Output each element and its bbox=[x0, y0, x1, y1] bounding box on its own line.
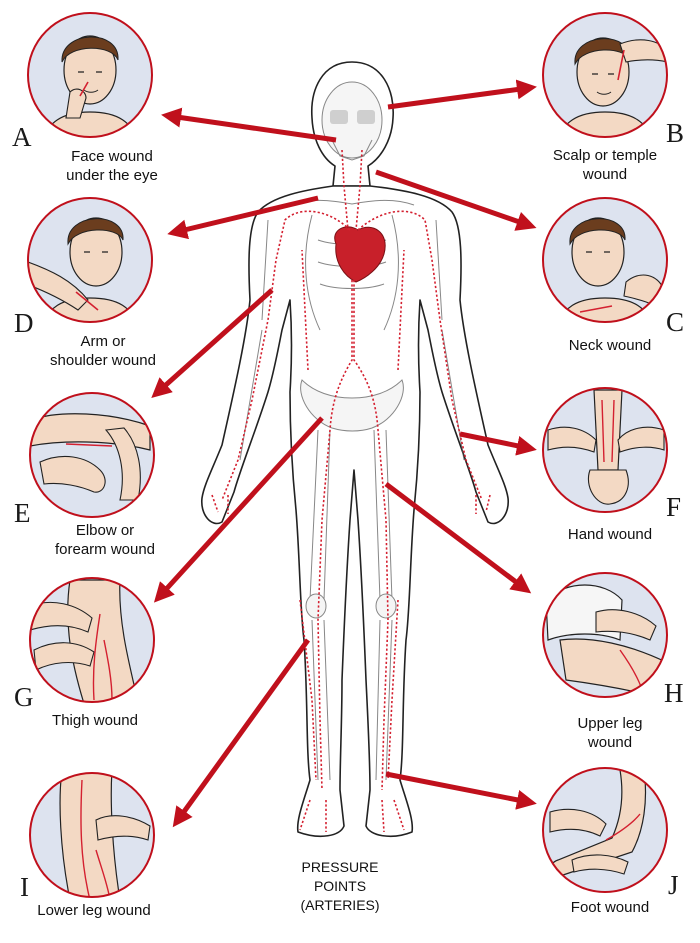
caption-H-line1: Upper leg bbox=[577, 715, 643, 732]
skull bbox=[321, 81, 383, 159]
caption-E-line1: Elbow or bbox=[75, 522, 135, 539]
jaw bbox=[331, 139, 373, 161]
arrow-G bbox=[153, 416, 324, 603]
caption-J-line1: Foot wound bbox=[570, 899, 650, 916]
label-letter-E: E bbox=[14, 498, 31, 528]
foot-hand-icon bbox=[549, 769, 647, 878]
caption-E: Elbow or forearm wound bbox=[20, 521, 190, 559]
caption-E-line2: forearm wound bbox=[54, 541, 156, 558]
arrow-J bbox=[385, 771, 537, 810]
right-femur bbox=[373, 429, 393, 601]
caption-D: Arm or shoulder wound bbox=[18, 332, 188, 370]
label-letter-I: I bbox=[20, 872, 29, 902]
caption-B-line2: wound bbox=[582, 166, 628, 183]
callout-circle-G bbox=[29, 577, 155, 703]
arrow-I bbox=[172, 638, 311, 828]
caption-I-line1: Lower leg wound bbox=[37, 902, 151, 919]
body-outline bbox=[201, 185, 509, 838]
label-letter-G: G bbox=[14, 682, 34, 712]
face-hand-icon bbox=[39, 35, 141, 137]
label-letter-A: A bbox=[12, 122, 32, 152]
label-letter-B: B bbox=[666, 118, 685, 148]
arrow-F bbox=[459, 431, 537, 456]
center-caption-line1: PRESSURE bbox=[301, 859, 379, 875]
caption-G-line1: Thigh wound bbox=[52, 712, 138, 729]
caption-H-line2: wound bbox=[587, 734, 633, 751]
left-kneecap bbox=[305, 593, 327, 619]
caption-A-line1: Face wound bbox=[71, 148, 153, 165]
label-letter-C: C bbox=[666, 307, 685, 337]
label-letter-D: D bbox=[14, 308, 34, 338]
elbow-hand-icon bbox=[30, 413, 151, 501]
callout-circle-I bbox=[29, 772, 155, 898]
temple-hand-icon bbox=[554, 37, 667, 137]
lower-leg-hand-icon bbox=[59, 773, 151, 897]
right-shin-bones bbox=[375, 619, 393, 781]
arrow-C bbox=[375, 169, 537, 231]
label-letter-J: J bbox=[668, 870, 679, 900]
caption-H: Upper leg wound bbox=[530, 714, 690, 752]
caption-F: Hand wound bbox=[530, 525, 690, 544]
caption-F-line1: Hand wound bbox=[567, 526, 653, 543]
caption-D-line1: Arm or bbox=[80, 333, 126, 350]
label-letter-H: H bbox=[664, 678, 684, 708]
arrow-A bbox=[161, 107, 337, 143]
center-caption-line2: POINTS bbox=[313, 878, 367, 894]
pelvis bbox=[300, 379, 404, 432]
callout-circle-F bbox=[542, 387, 668, 513]
shoulder-hand-icon bbox=[28, 217, 141, 322]
caption-A: Face wound under the eye bbox=[22, 147, 202, 185]
caption-B: Scalp or temple wound bbox=[520, 146, 690, 184]
center-caption-line3: (ARTERIES) bbox=[300, 897, 380, 913]
callout-circle-H bbox=[542, 572, 668, 698]
arrow-B bbox=[387, 79, 537, 110]
caption-A-line2: under the eye bbox=[66, 167, 158, 184]
left-shin-bones bbox=[311, 619, 331, 781]
caption-J: Foot wound bbox=[540, 898, 680, 917]
arrow-D bbox=[167, 195, 319, 240]
callout-circle-B bbox=[542, 12, 668, 138]
caption-B-line1: Scalp or temple bbox=[552, 147, 658, 164]
left-arm-bones bbox=[239, 219, 269, 461]
caption-C: Neck wound bbox=[530, 336, 690, 355]
callout-circle-A bbox=[27, 12, 153, 138]
callout-circle-C bbox=[542, 197, 668, 323]
arrow-E bbox=[151, 288, 274, 399]
wrist-hand-icon bbox=[547, 389, 665, 505]
caption-I: Lower leg wound bbox=[14, 901, 174, 920]
arrow-H bbox=[384, 482, 532, 594]
callout-circle-D bbox=[27, 197, 153, 323]
arteries bbox=[211, 149, 491, 833]
right-kneecap bbox=[375, 593, 397, 619]
caption-G: Thigh wound bbox=[20, 711, 170, 730]
caption-C-line1: Neck wound bbox=[568, 337, 652, 354]
callout-circle-J bbox=[542, 767, 668, 893]
callout-circle-E bbox=[29, 392, 155, 518]
left-femur bbox=[309, 429, 331, 601]
right-eye-socket bbox=[357, 110, 375, 124]
arrows bbox=[151, 79, 537, 828]
left-eye-socket bbox=[330, 110, 348, 124]
thigh-hand-icon bbox=[30, 579, 141, 702]
pressure-points-caption: PRESSURE POINTS (ARTERIES) bbox=[270, 858, 410, 915]
heart bbox=[334, 226, 386, 283]
caption-D-line2: shoulder wound bbox=[50, 352, 156, 369]
label-letter-F: F bbox=[666, 492, 682, 522]
